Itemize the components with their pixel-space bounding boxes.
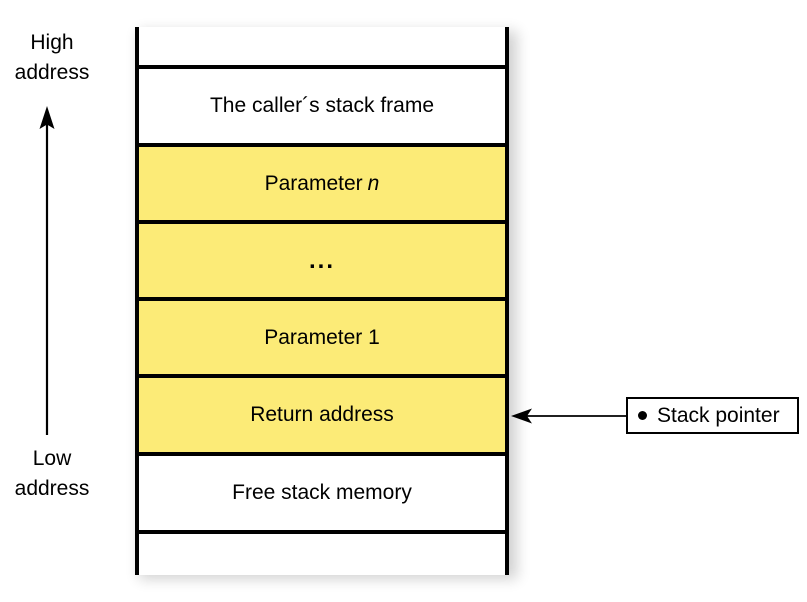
- high-address-label: High address: [14, 31, 90, 84]
- stack-cell-label: ...: [308, 246, 335, 274]
- stack-cell-callers-frame: The caller´s stack frame: [139, 65, 505, 147]
- address-direction-arrow-icon: [25, 105, 69, 435]
- stack-cell-ellipsis: ...: [139, 224, 505, 301]
- bullet-dot-icon: [638, 411, 647, 420]
- stack-cell-free-memory: Free stack memory: [139, 456, 505, 534]
- stack-cell-top-blank: [139, 27, 505, 65]
- stack-pointer-callout: Stack pointer: [626, 397, 799, 434]
- low-address-label: Low address: [14, 447, 90, 500]
- stack-cell-parameter-1: Parameter 1: [139, 301, 505, 378]
- stack-cell-label: Free stack memory: [232, 481, 412, 504]
- stack-cell-return-address: Return address: [139, 378, 505, 456]
- stack-cell-label-emphasis: n: [367, 171, 380, 195]
- stack-pointer-label: Stack pointer: [657, 403, 780, 427]
- stack-cell-label: Parameter: [264, 171, 363, 195]
- stack-cell-bottom-blank: [139, 534, 505, 575]
- stack-left-rail: [135, 27, 139, 575]
- stack-cell-label: The caller´s stack frame: [209, 94, 435, 117]
- stack-right-rail: [505, 27, 509, 575]
- stack-cell-label: Parameter 1: [264, 325, 380, 349]
- stack-cell-label: Return address: [250, 403, 394, 426]
